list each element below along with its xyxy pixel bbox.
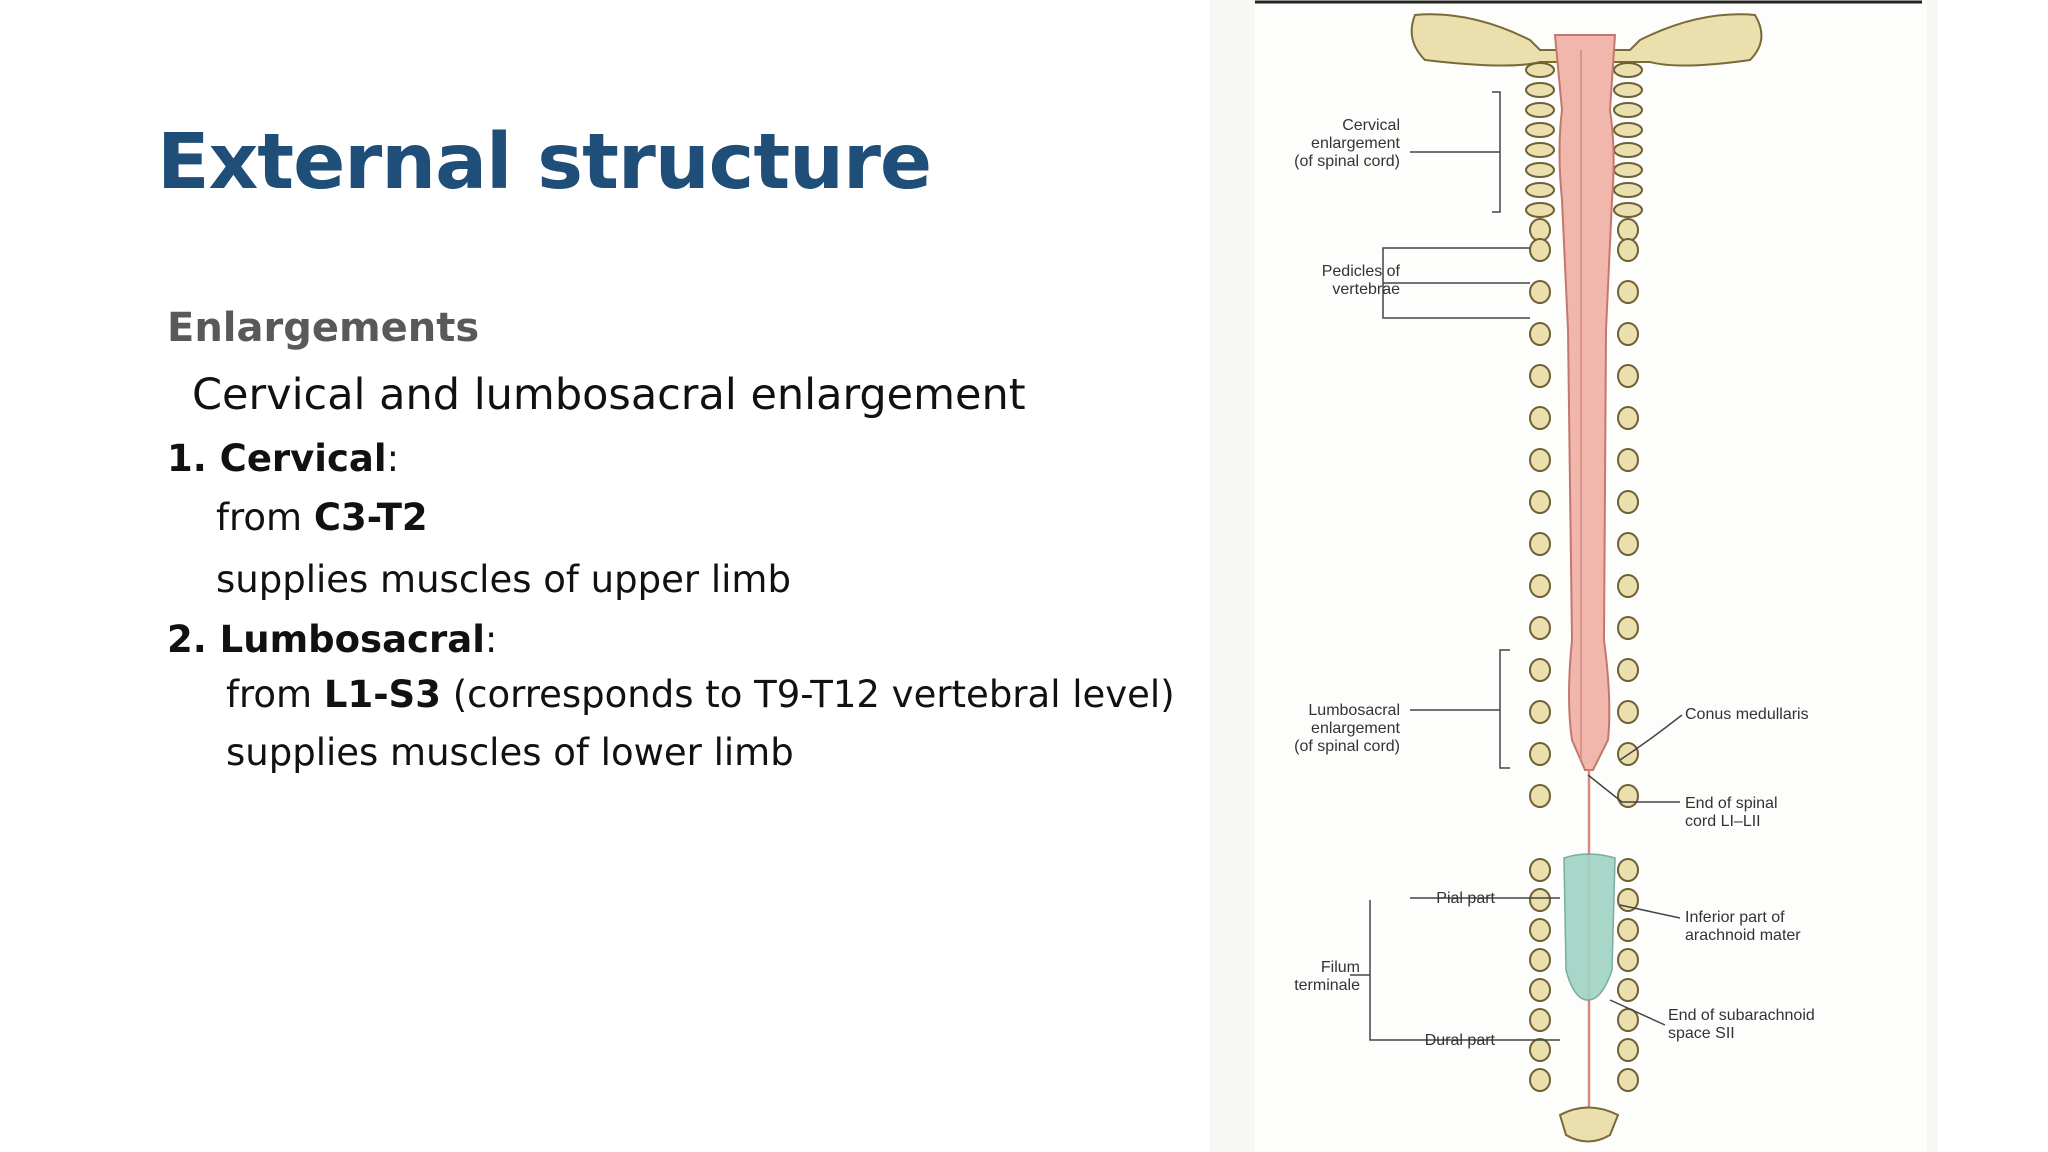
section-subheading: Cervical and lumbosacral enlargement [192, 370, 1026, 420]
vertebra-pedicle [1529, 1008, 1551, 1032]
vertebra-pedicle [1617, 1008, 1639, 1032]
vertebrae [1525, 62, 1643, 1092]
vertebra-pedicle [1613, 102, 1643, 118]
vertebra-pedicle [1525, 82, 1555, 98]
vertebra-pedicle [1617, 218, 1639, 242]
vertebra-pedicle [1613, 82, 1643, 98]
coccyx [1558, 1106, 1620, 1143]
vertebra-pedicle [1613, 182, 1643, 198]
vertebra-pedicle [1529, 322, 1551, 346]
section-heading: Enlargements [167, 305, 480, 351]
vertebra-pedicle [1617, 1068, 1639, 1092]
vertebra-pedicle [1525, 62, 1555, 78]
label-dural-part: Dural part [1425, 1032, 1496, 1049]
vertebra-pedicle [1613, 142, 1643, 158]
spinal-cord [1553, 34, 1617, 771]
vertebra-pedicle [1529, 742, 1551, 766]
line-prefix: from [216, 496, 314, 539]
vertebra-pedicle [1613, 122, 1643, 138]
vertebra-pedicle [1525, 102, 1555, 118]
vertebra-pedicle [1617, 238, 1639, 262]
vertebra-pedicle [1529, 1038, 1551, 1062]
vertebra-pedicle [1529, 700, 1551, 724]
line-bold: L1-S3 [323, 673, 441, 716]
dural-sac [1563, 853, 1616, 1001]
vertebra-pedicle [1617, 322, 1639, 346]
vertebra-pedicle [1529, 280, 1551, 304]
item-label: 2. Lumbosacral [167, 618, 485, 661]
vertebra-pedicle [1617, 490, 1639, 514]
vertebra-pedicle [1525, 182, 1555, 198]
vertebra-pedicle [1529, 448, 1551, 472]
vertebra-pedicle [1617, 700, 1639, 724]
vertebra-pedicle [1617, 448, 1639, 472]
label-conus-medullaris: Conus medullaris [1685, 706, 1809, 723]
vertebra-pedicle [1617, 532, 1639, 556]
vertebra-pedicle [1617, 574, 1639, 598]
vertebra-pedicle [1529, 978, 1551, 1002]
vertebra-pedicle [1525, 202, 1555, 218]
vertebra-pedicle [1529, 616, 1551, 640]
vertebra-pedicle [1617, 918, 1639, 942]
vertebra-pedicle [1529, 784, 1551, 808]
item-cervical-range: from C3-T2 [216, 496, 428, 539]
vertebra-pedicle [1529, 364, 1551, 388]
vertebra-pedicle [1617, 784, 1639, 808]
vertebra-pedicle [1529, 658, 1551, 682]
vertebra-pedicle [1525, 122, 1555, 138]
vertebra-pedicle [1617, 280, 1639, 304]
line-prefix: from [226, 673, 324, 716]
vertebra-pedicle [1613, 162, 1643, 178]
item-lumbosacral: 2. Lumbosacral: [167, 618, 497, 661]
vertebra-pedicle [1529, 858, 1551, 882]
item-suffix: : [484, 618, 498, 661]
vertebra-pedicle [1613, 62, 1643, 78]
vertebra-pedicle [1529, 948, 1551, 972]
vertebra-pedicle [1617, 658, 1639, 682]
vertebra-pedicle [1529, 406, 1551, 430]
vertebra-pedicle [1529, 238, 1551, 262]
vertebra-pedicle [1529, 490, 1551, 514]
vertebra-pedicle [1529, 1068, 1551, 1092]
vertebra-pedicle [1617, 364, 1639, 388]
vertebra-pedicle [1529, 218, 1551, 242]
vertebra-pedicle [1617, 1038, 1639, 1062]
label-pial-part: Pial part [1436, 890, 1495, 907]
slide-title: External structure [157, 118, 932, 207]
item-cervical-supply: supplies muscles of upper limb [216, 558, 791, 601]
line-rest: (corresponds to T9-T12 vertebral level) [440, 673, 1175, 716]
vertebra-pedicle [1617, 978, 1639, 1002]
vertebra-pedicle [1529, 918, 1551, 942]
vertebra-pedicle [1529, 888, 1551, 912]
skull-base [1410, 13, 1763, 67]
vertebra-pedicle [1529, 574, 1551, 598]
vertebra-pedicle [1529, 532, 1551, 556]
item-lumbosacral-range: from L1-S3 (corresponds to T9-T12 verteb… [226, 673, 1175, 716]
vertebra-pedicle [1617, 406, 1639, 430]
vertebra-pedicle [1617, 616, 1639, 640]
vertebra-pedicle [1617, 948, 1639, 972]
item-cervical: 1. Cervical: [167, 437, 399, 480]
item-label: 1. Cervical [167, 437, 387, 480]
leader-lines [1350, 91, 1683, 1041]
item-lumbosacral-supply: supplies muscles of lower limb [226, 731, 794, 774]
vertebra-pedicle [1525, 142, 1555, 158]
vertebra-pedicle [1613, 202, 1643, 218]
vertebra-pedicle [1525, 162, 1555, 178]
item-suffix: : [386, 437, 400, 480]
vertebra-pedicle [1617, 858, 1639, 882]
line-bold: C3-T2 [313, 496, 428, 539]
